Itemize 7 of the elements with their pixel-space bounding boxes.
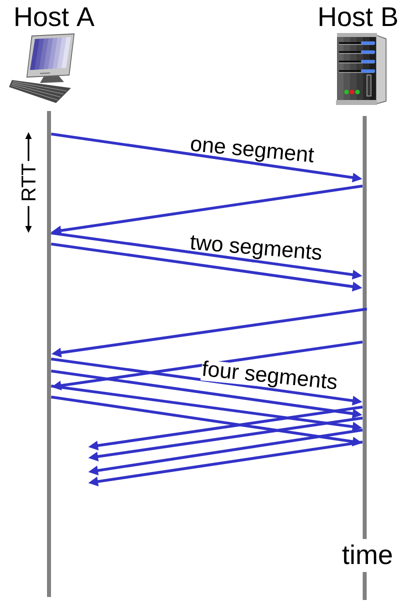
- edge-label: two segments: [190, 235, 322, 260]
- edge-label: one segment: [191, 140, 314, 162]
- timeline-bar: [47, 111, 51, 597]
- axis-label: time: [342, 544, 392, 564]
- edge-label: four segments: [200, 360, 339, 394]
- host-label: Host A: [16, 7, 94, 26]
- host-label: Host B: [320, 7, 398, 26]
